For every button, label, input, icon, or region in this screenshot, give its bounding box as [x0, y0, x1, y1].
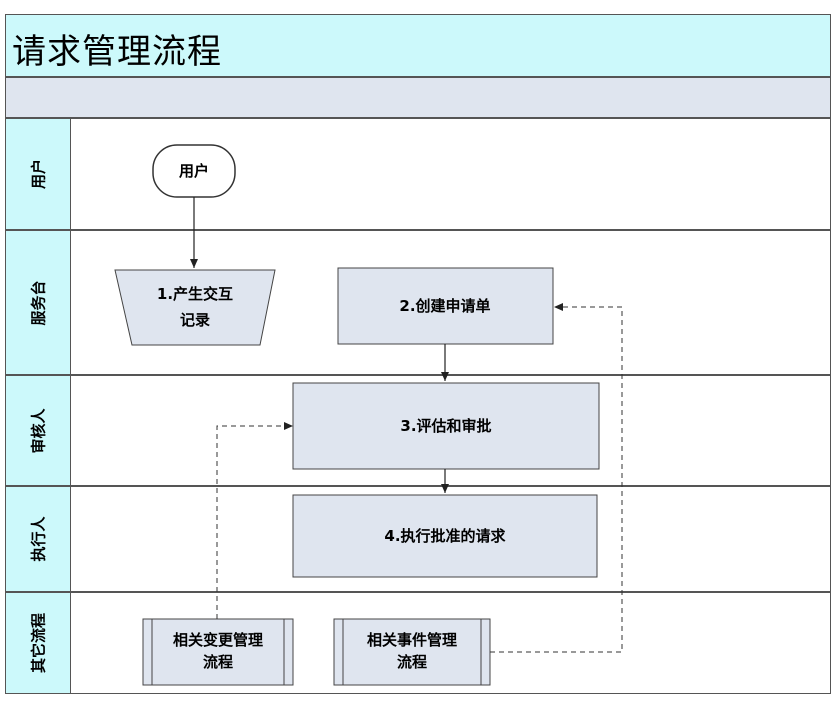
step1-manual-shape	[114, 269, 276, 346]
change-process-label-line2: 流程	[203, 653, 233, 671]
step4-label: 4.执行批准的请求	[384, 527, 506, 545]
lane-header: 审核人	[6, 376, 71, 485]
lane-header: 执行人	[6, 487, 71, 591]
step2-process-box	[337, 267, 554, 345]
dashed-connector-change-to-step3	[216, 425, 291, 619]
step2-label: 2.创建申请单	[399, 297, 490, 315]
step3-label: 3.评估和审批	[400, 417, 491, 435]
lane-header: 服务台	[6, 231, 71, 374]
incident-process-label-line2: 流程	[397, 653, 427, 671]
step1-label-line1: 1.产生交互	[157, 285, 233, 303]
incident-process-box	[333, 618, 491, 686]
step4-process-box	[292, 494, 598, 578]
lane-header: 其它流程	[6, 593, 71, 693]
change-process-label-line1: 相关变更管理	[173, 631, 263, 649]
page-title: 请求管理流程	[12, 32, 222, 72]
lane-header: 用户	[6, 119, 71, 229]
lane-user: 用户	[5, 118, 831, 230]
change-process-box	[142, 618, 294, 686]
step3-process-box	[292, 382, 600, 470]
arrowhead-to-step2	[554, 303, 563, 311]
start-node-label: 用户	[179, 162, 209, 180]
incident-process-label-line1: 相关事件管理	[367, 631, 457, 649]
dashed-connector-incident-to-step2	[490, 306, 623, 653]
arrowhead-to-step3	[284, 422, 293, 430]
step1-label-line2: 记录	[180, 311, 210, 329]
sub-header-bar	[5, 77, 831, 118]
title-bar: 请求管理流程	[5, 14, 831, 77]
